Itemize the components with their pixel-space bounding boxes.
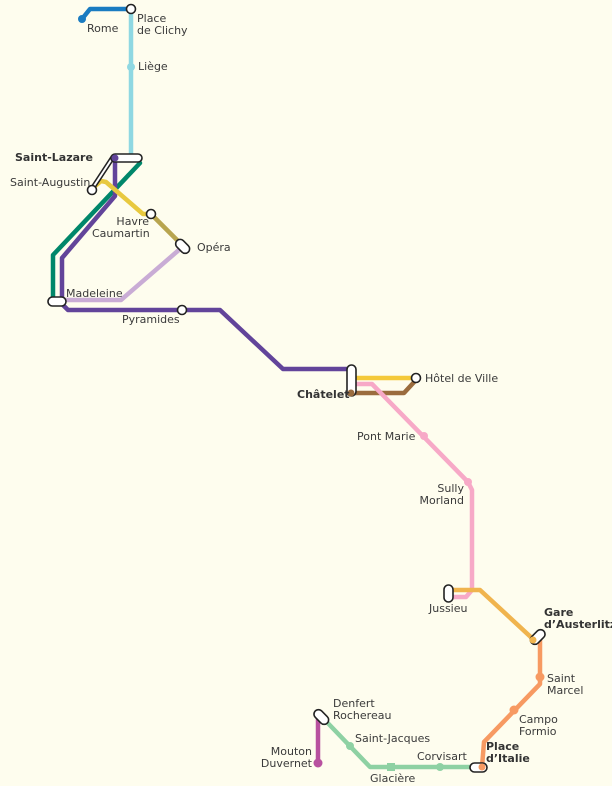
- station-saint-lazare-interchange[interactable]: [110, 153, 143, 163]
- label-liege: Liège: [138, 60, 168, 73]
- station-denfert-rochereau-interchange[interactable]: [312, 708, 330, 726]
- label-rome: Rome: [87, 22, 119, 35]
- label-saint-augustin: Saint-Augustin: [10, 176, 91, 189]
- station-mouton-duvernet-dot[interactable]: [313, 758, 323, 768]
- station-rome-dot[interactable]: [78, 15, 86, 23]
- label-line: Denfert: [333, 697, 375, 710]
- label-line: Place: [137, 12, 167, 25]
- station-pont-marie-dot[interactable]: [420, 432, 428, 440]
- label-line: d’Italie: [486, 752, 530, 765]
- station-sully-morland-dot[interactable]: [464, 478, 472, 486]
- line-12: [50, 160, 143, 303]
- line-11: [348, 377, 419, 396]
- label-jussieu: Jussieu: [429, 602, 468, 615]
- station-saint-augustin-dot[interactable]: [86, 184, 98, 196]
- station-glaciere-dot[interactable]: [387, 763, 395, 771]
- label-saint-lazare: Saint-Lazare: [15, 151, 93, 164]
- label-line: Gare: [544, 606, 574, 619]
- label-saint-jacques: Saint-Jacques: [355, 732, 431, 745]
- label-line: Formio: [519, 725, 557, 738]
- station-saint-jacques-dot[interactable]: [346, 742, 354, 750]
- station-saint-marcel-dot[interactable]: [535, 672, 545, 682]
- label-line: Caumartin: [92, 227, 150, 240]
- station-jussieu-interchange[interactable]: [443, 584, 454, 603]
- station-pyramides-dot[interactable]: [176, 304, 188, 316]
- station-hotel-de-ville-dot[interactable]: [410, 372, 422, 384]
- station-place-de-clichy-dot[interactable]: [125, 3, 137, 15]
- station-liege-dot[interactable]: [127, 63, 135, 71]
- line-14: [59, 155, 353, 372]
- line-7: [352, 381, 475, 600]
- station-madeleine-interchange[interactable]: [47, 296, 67, 307]
- label-line: Marcel: [547, 684, 584, 697]
- label-line: Havre: [116, 215, 149, 228]
- label-hotel-de-ville: Hôtel de Ville: [425, 372, 499, 385]
- label-madeleine: Madeleine: [66, 287, 123, 300]
- label-line: de Clichy: [137, 24, 188, 37]
- label-line: d’Austerlitz: [544, 618, 612, 631]
- station-campo-formio-dot[interactable]: [509, 705, 519, 715]
- line-10: [449, 587, 537, 643]
- station-havre-caumartin-dot[interactable]: [145, 208, 157, 220]
- label-line: Place: [486, 740, 520, 753]
- station-corvisart-dot[interactable]: [436, 763, 444, 771]
- label-line: Duvernet: [260, 757, 312, 770]
- label-line: Mouton: [270, 745, 312, 758]
- label-corvisart: Corvisart: [417, 750, 467, 763]
- label-opera: Opéra: [197, 241, 231, 254]
- label-line: Campo: [519, 713, 558, 726]
- line-8: [55, 246, 183, 303]
- label-line: Morland: [419, 494, 465, 507]
- label-pont-marie: Pont Marie: [357, 430, 416, 443]
- label-line: Rochereau: [333, 709, 392, 722]
- label-glaciere: Glacière: [370, 772, 416, 785]
- label-pyramides: Pyramides: [122, 313, 180, 326]
- line-2: [79, 6, 134, 22]
- station-opera-interchange[interactable]: [174, 238, 192, 256]
- label-chatelet: Châtelet: [297, 388, 350, 401]
- label-line: Sully: [437, 482, 464, 495]
- label-line: Saint: [547, 672, 576, 685]
